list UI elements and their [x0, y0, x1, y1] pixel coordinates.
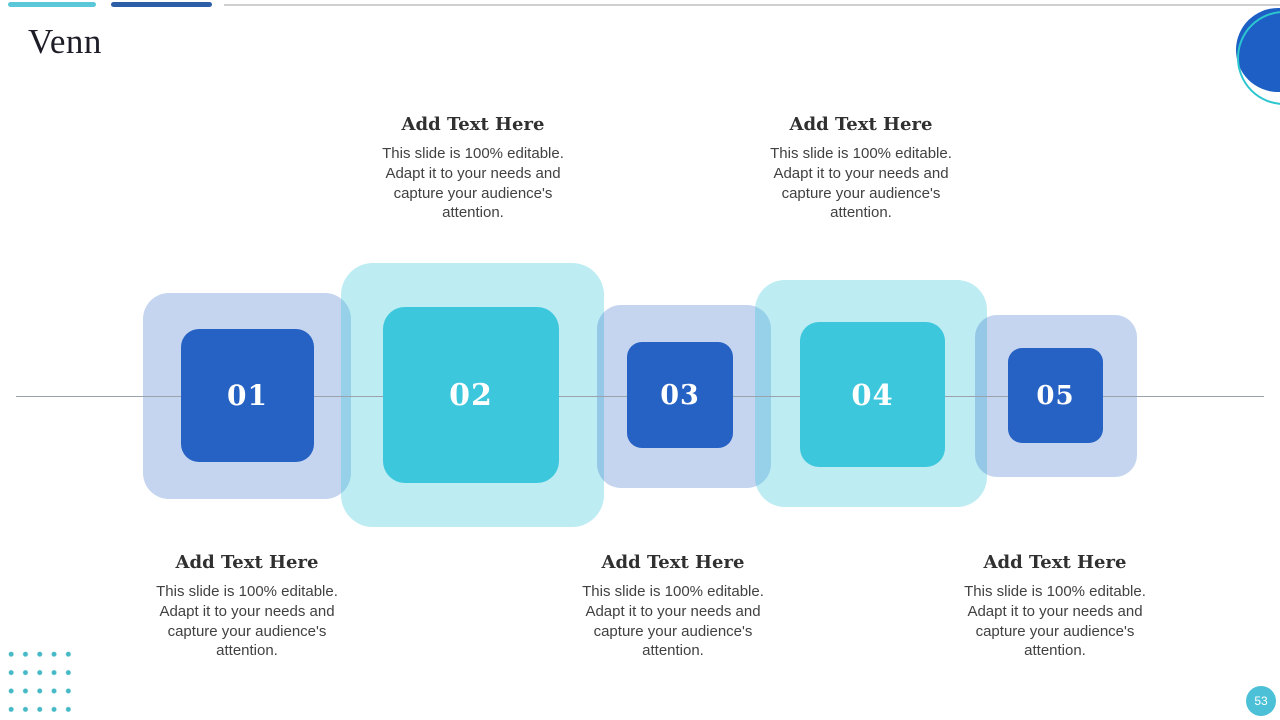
page-number-label: 53 [1254, 694, 1268, 708]
text-block-heading: Add Text Here [175, 552, 319, 573]
top-rule-line [224, 4, 1280, 6]
venn-number-label: 05 [1036, 380, 1075, 411]
text-block-top-2[interactable]: Add Text Here This slide is 100% editabl… [766, 114, 956, 223]
venn-inner-square-3[interactable]: 03 [627, 342, 733, 448]
page-number-badge: 53 [1246, 686, 1276, 716]
text-block-body: This slide is 100% editable. Adapt it to… [156, 583, 338, 660]
text-block-bottom-2[interactable]: Add Text Here This slide is 100% editabl… [578, 552, 768, 661]
venn-inner-square-1[interactable]: 01 [181, 329, 314, 462]
text-block-body: This slide is 100% editable. Adapt it to… [582, 583, 764, 660]
venn-inner-square-5[interactable]: 05 [1008, 348, 1103, 443]
top-accent-bar-blue [111, 2, 212, 7]
text-block-heading: Add Text Here [401, 114, 545, 135]
venn-number-label: 03 [660, 379, 700, 411]
text-block-body: This slide is 100% editable. Adapt it to… [382, 145, 564, 222]
text-block-bottom-3[interactable]: Add Text Here This slide is 100% editabl… [960, 552, 1150, 661]
venn-inner-square-4[interactable]: 04 [800, 322, 945, 467]
text-block-heading: Add Text Here [789, 114, 933, 135]
dots-pattern-icon [4, 645, 76, 720]
text-block-body: This slide is 100% editable. Adapt it to… [770, 145, 952, 222]
text-block-heading: Add Text Here [601, 552, 745, 573]
page-title[interactable]: Venn [28, 22, 102, 61]
text-block-top-1[interactable]: Add Text Here This slide is 100% editabl… [378, 114, 568, 223]
venn-number-label: 01 [227, 379, 268, 412]
text-block-body: This slide is 100% editable. Adapt it to… [964, 583, 1146, 660]
venn-inner-square-2[interactable]: 02 [383, 307, 559, 483]
venn-number-label: 04 [851, 377, 894, 412]
venn-number-label: 02 [449, 377, 493, 413]
text-block-heading: Add Text Here [983, 552, 1127, 573]
top-accent-bar-cyan [8, 2, 96, 7]
text-block-bottom-1[interactable]: Add Text Here This slide is 100% editabl… [152, 552, 342, 661]
